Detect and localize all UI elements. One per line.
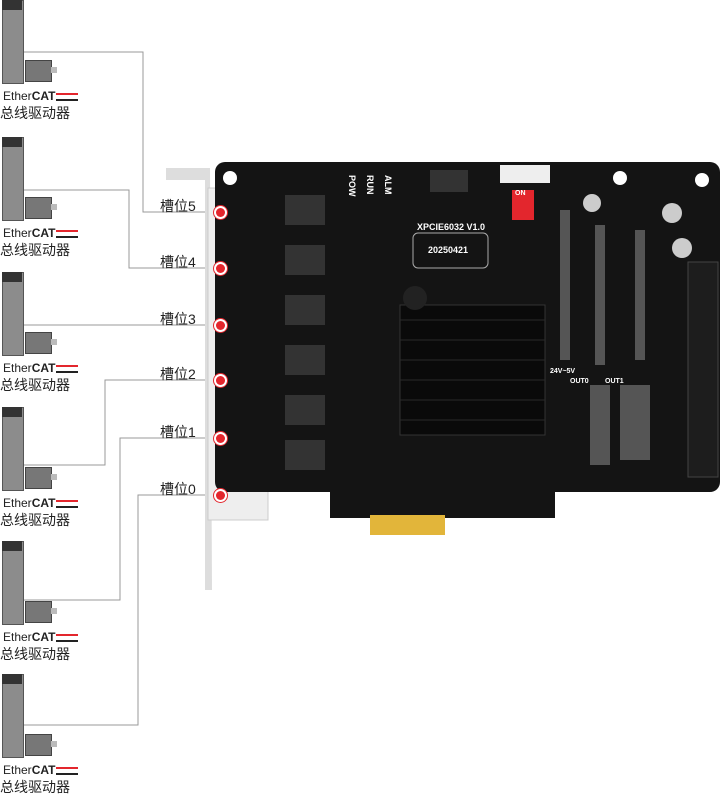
wire-slot0: [22, 494, 220, 726]
driver-label: 总线驱动器: [0, 105, 70, 121]
board-date: 20250421: [428, 245, 469, 255]
ethercat-logo: EtherCAT: [3, 630, 79, 644]
gold-fingers: [370, 515, 445, 535]
pci-bracket: [166, 168, 212, 590]
led-label-run: RUN: [365, 175, 375, 195]
servo-driver-3: EtherCAT 总线驱动器: [0, 272, 80, 397]
port-marker-2: [216, 376, 225, 385]
motor-icon: [25, 467, 52, 489]
rail-label: 24V~5V: [550, 368, 576, 375]
red-dip-switch: [512, 190, 534, 220]
motor-icon: [25, 60, 52, 82]
ethercat-logo: EtherCAT: [3, 226, 79, 240]
driver-label: 总线驱动器: [0, 242, 70, 258]
driver-label: 总线驱动器: [0, 646, 70, 662]
led-label-alm: ALM: [383, 175, 393, 195]
port-marker-4: [216, 264, 225, 273]
out1-label: OUT1: [605, 378, 624, 385]
driver-label: 总线驱动器: [0, 779, 70, 794]
heatsink: [399, 304, 546, 436]
driver-label: 总线驱动器: [0, 377, 70, 393]
slot-label-5: 槽位5: [160, 198, 196, 214]
motor-icon: [25, 332, 52, 354]
servo-driver-6: EtherCAT 总线驱动器: [0, 674, 80, 794]
servo-driver-2: EtherCAT 总线驱动器: [0, 137, 80, 262]
motor-icon: [25, 601, 52, 623]
servo-driver-4: EtherCAT 总线驱动器: [0, 407, 80, 532]
driver-label: 总线驱动器: [0, 512, 70, 528]
date-label-frame: [412, 232, 489, 269]
port-marker-3: [216, 321, 225, 330]
wire-slot2: [22, 379, 220, 466]
slot-label-2: 槽位2: [160, 366, 196, 382]
motor-icon: [25, 197, 52, 219]
wire-slot1: [22, 437, 220, 601]
ethercat-logo: EtherCAT: [3, 496, 79, 510]
motor-icon: [25, 734, 52, 756]
port-marker-1: [216, 434, 225, 443]
wire-slot5: [22, 51, 220, 213]
servo-driver-1: EtherCAT 总线驱动器: [0, 0, 80, 125]
ethercat-logo: EtherCAT: [3, 763, 79, 777]
servo-driver-5: EtherCAT 总线驱动器: [0, 541, 80, 666]
slot-label-0: 槽位0: [160, 481, 196, 497]
dip-on-label: ON: [515, 190, 526, 197]
slot-label-3: 槽位3: [160, 311, 196, 327]
out0-label: OUT0: [570, 378, 589, 385]
io-header: [687, 261, 719, 478]
wire-slot4: [22, 189, 220, 269]
ethercat-logo: EtherCAT: [3, 361, 79, 375]
ethercat-logo: EtherCAT: [3, 89, 79, 103]
led-label-pow: POW: [347, 175, 357, 197]
port-marker-5: [216, 208, 225, 217]
slot-label-1: 槽位1: [160, 424, 196, 440]
board-model: XPCIE6032 V1.0: [417, 222, 486, 232]
port-marker-0: [216, 491, 225, 500]
slot-label-4: 槽位4: [160, 254, 196, 270]
